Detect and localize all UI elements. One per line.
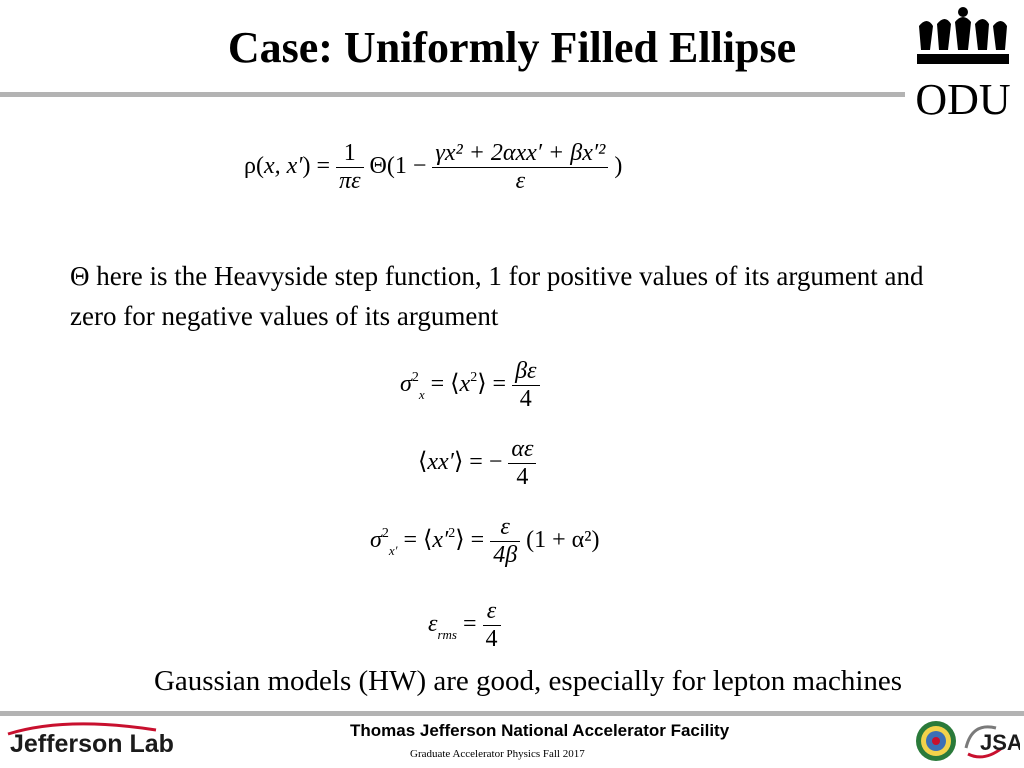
jefferson-lab-swoosh-icon <box>7 722 157 736</box>
jsa-logo: JSA <box>964 725 1020 759</box>
jefferson-lab-logo: Jefferson Lab <box>10 730 174 758</box>
footer-divider <box>0 711 1024 716</box>
sigma-x-fraction: βε 4 <box>512 358 540 413</box>
doe-seal-icon <box>916 721 956 761</box>
density-argument: γx² + 2αxx′ + βx′² ε <box>432 140 609 195</box>
title-divider <box>0 92 905 97</box>
rms-emittance-fraction: ε 4 <box>482 598 501 653</box>
density-lhs: x, x′ <box>263 153 303 180</box>
sigma-x-equation: σ2x = ⟨x2⟩ = βε 4 <box>400 358 540 413</box>
svg-text:JSA: JSA <box>980 730 1020 755</box>
course-name: Graduate Accelerator Physics Fall 2017 <box>410 748 585 760</box>
sigma-xprime-equation: σ2x′ = ⟨x′2⟩ = ε 4β (1 + α²) <box>370 514 600 569</box>
svg-text:ODU: ODU <box>915 75 1010 120</box>
xxprime-fraction: αε 4 <box>508 436 537 491</box>
odu-logo: ODU <box>915 7 1011 120</box>
xxprime-equation: ⟨xx′⟩ = − αε 4 <box>418 436 537 491</box>
density-equation: ρ(x, x′) = 1 πε Θ(1 − γx² + 2αxx′ + βx′²… <box>244 140 623 195</box>
facility-name: Thomas Jefferson National Accelerator Fa… <box>350 721 730 740</box>
density-prefactor: 1 πε <box>336 140 364 195</box>
gaussian-models-note: Gaussian models (HW) are good, especiall… <box>153 665 903 697</box>
sigma-xprime-fraction: ε 4β <box>490 514 521 569</box>
slide-title: Case: Uniformly Filled Ellipse <box>227 23 797 72</box>
rms-emittance-equation: εrms = ε 4 <box>428 598 501 653</box>
heavyside-explanation: Θ here is the Heavyside step function, 1… <box>70 261 924 331</box>
